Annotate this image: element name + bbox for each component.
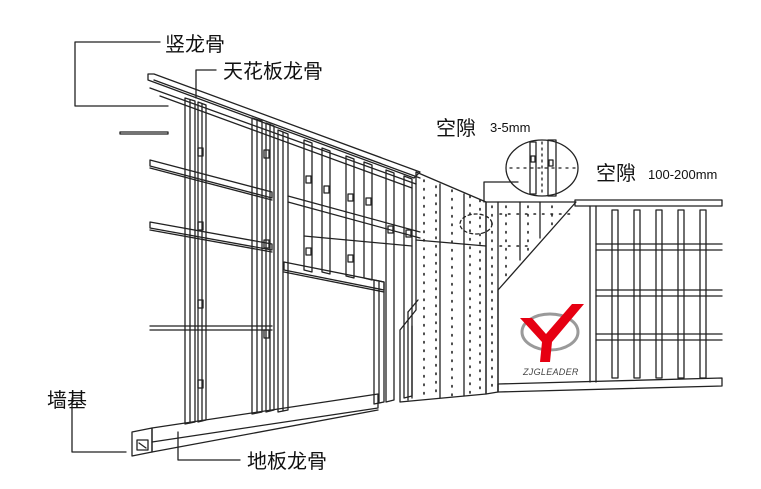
- label-ceiling-keel: 天花板龙骨: [223, 59, 323, 83]
- horizontal-noggings: [119, 131, 273, 331]
- left-studs: [184, 97, 275, 425]
- label-gap-large: 空隙: [596, 161, 636, 185]
- door-frame: [277, 129, 385, 413]
- label-vertical-keel: 竖龙骨: [165, 32, 225, 56]
- label-floor-keel: 地板龙骨: [247, 449, 327, 473]
- gypsum-board: [399, 171, 493, 403]
- brand-name: ZJGLEADER: [523, 367, 579, 377]
- floor-track: [131, 393, 379, 457]
- right-wall-frame: [497, 199, 723, 393]
- leader-lines: [71, 41, 519, 461]
- label-gap-small-dimension: 3-5mm: [490, 120, 531, 135]
- board-right-panel: [485, 201, 577, 395]
- label-gap-large-dimension: 100-200mm: [648, 167, 718, 182]
- ceiling-track: [147, 73, 421, 189]
- brand-logo: [520, 304, 584, 362]
- label-gap-small: 空隙: [436, 116, 476, 140]
- label-wall-base: 墙基: [47, 388, 87, 412]
- gap-detail-circle: [505, 139, 579, 197]
